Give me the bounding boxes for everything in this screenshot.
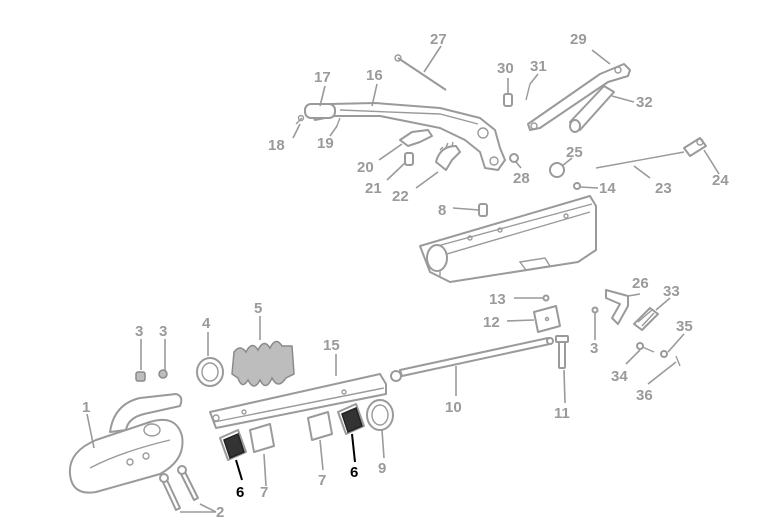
- part-16-handbrake-lever: [309, 102, 506, 171]
- label-10: 10: [445, 399, 462, 416]
- label-3b: 3: [159, 323, 167, 340]
- part-3-nut-left-a: [135, 371, 146, 382]
- part-18-pin: [295, 114, 305, 125]
- label-12: 12: [483, 314, 500, 331]
- part-6-bush-right: [337, 403, 365, 435]
- label-9: 9: [378, 460, 386, 477]
- part-17-grip: [304, 103, 336, 119]
- label-2: 2: [216, 504, 224, 521]
- label-17: 17: [314, 69, 331, 86]
- callout-labels: 1 2 3 3 3 4 5 6 6 7 7 8 9 10 11 12 13 14…: [82, 31, 729, 521]
- label-18: 18: [268, 137, 285, 154]
- part-34-bolt: [636, 342, 655, 353]
- label-22: 22: [392, 188, 409, 205]
- label-19: 19: [317, 135, 334, 152]
- label-33: 33: [663, 283, 680, 300]
- label-1: 1: [82, 399, 90, 416]
- label-3a: 3: [135, 323, 143, 340]
- label-27: 27: [430, 31, 447, 48]
- label-8: 8: [438, 202, 446, 219]
- part-20-pawl: [399, 129, 433, 147]
- label-29: 29: [570, 31, 587, 48]
- part-2-bolt-b: [177, 465, 199, 501]
- part-27-long-pin: [394, 54, 447, 91]
- part-22-sector-gear: [435, 141, 461, 171]
- part-13-washer: [542, 294, 550, 302]
- label-15: 15: [323, 337, 340, 354]
- part-6-bush-left: [219, 429, 247, 461]
- part-7-pad-right: [307, 411, 333, 441]
- label-23: 23: [655, 180, 672, 197]
- label-30: 30: [497, 60, 514, 77]
- part-30-bolt: [503, 93, 513, 107]
- part-31-pin: [525, 83, 531, 101]
- part-5-bellows: [231, 340, 295, 387]
- part-25-ring: [549, 162, 565, 178]
- label-31: 31: [530, 58, 547, 75]
- label-24: 24: [712, 172, 729, 189]
- label-32: 32: [636, 94, 653, 111]
- part-26-clip: [605, 289, 629, 325]
- part-23-cable: [595, 151, 685, 169]
- label-6b: 6: [350, 464, 358, 481]
- label-26: 26: [632, 275, 649, 292]
- part-14-washer: [573, 182, 581, 190]
- part-15-drawbar: [209, 373, 387, 429]
- label-36: 36: [636, 387, 653, 404]
- part-3-nut-right: [591, 306, 599, 314]
- label-4: 4: [202, 315, 211, 332]
- part-33-bracket: [633, 307, 659, 331]
- label-14: 14: [599, 180, 616, 197]
- part-2-bolt-a: [159, 473, 181, 511]
- label-20: 20: [357, 159, 374, 176]
- part-8-bolt: [478, 203, 488, 217]
- label-34: 34: [611, 368, 628, 385]
- label-13: 13: [489, 291, 506, 308]
- part-24-cable-eye: [683, 137, 707, 157]
- label-35: 35: [676, 318, 693, 335]
- part-28-washer: [509, 153, 519, 163]
- part-36-pin: [675, 355, 681, 367]
- label-11: 11: [554, 405, 570, 422]
- label-28: 28: [513, 170, 530, 187]
- label-21: 21: [365, 180, 382, 197]
- label-7a: 7: [260, 484, 268, 501]
- part-35-washer: [660, 350, 668, 358]
- part-12-plate: [533, 305, 561, 333]
- part-4-ring: [196, 357, 224, 387]
- part-11-bolt: [555, 335, 569, 369]
- part-9-seal: [366, 399, 394, 431]
- label-25: 25: [566, 144, 583, 161]
- label-16: 16: [366, 67, 383, 84]
- part-32-roller: [569, 85, 615, 133]
- part-29-lever-arm: [527, 63, 631, 131]
- part-3-nut-left-b: [158, 369, 168, 379]
- coupling-housing: [419, 195, 597, 283]
- label-5: 5: [254, 300, 262, 317]
- part-7-pad-left: [249, 423, 275, 453]
- part-10-rod: [390, 337, 554, 382]
- label-3c: 3: [590, 340, 598, 357]
- leader-lines: [86, 45, 720, 513]
- label-7b: 7: [318, 472, 326, 489]
- label-6a: 6: [236, 484, 244, 501]
- part-1-coupling-head: [68, 393, 184, 494]
- part-21-small-pin: [404, 152, 414, 166]
